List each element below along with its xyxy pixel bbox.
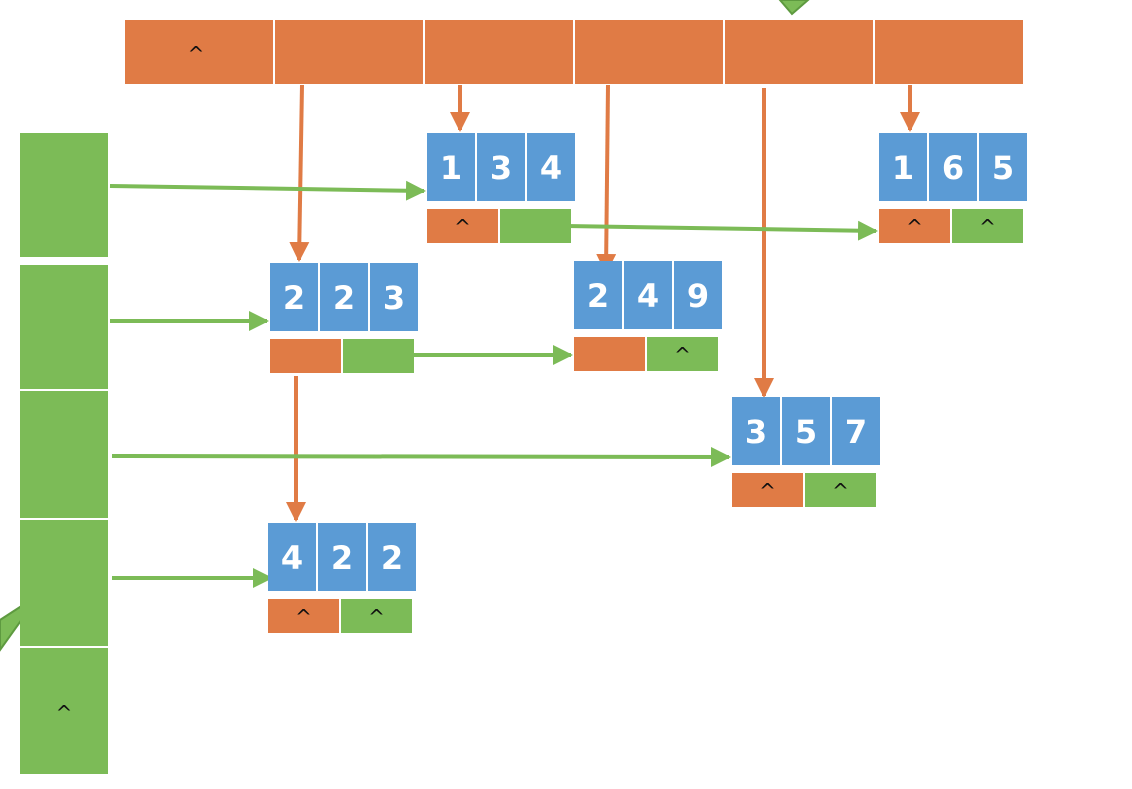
arrow-col2-to-223 bbox=[289, 84, 310, 262]
node-row-cell-text: 2 bbox=[283, 279, 305, 317]
row-head-1 bbox=[20, 133, 108, 257]
node-col-cell-text: 2 bbox=[333, 279, 355, 317]
node-row-cell bbox=[268, 523, 316, 591]
node-value-cell bbox=[979, 133, 1027, 201]
node-row-cell bbox=[574, 261, 622, 329]
column-head-cell bbox=[125, 20, 273, 84]
node-value-cell bbox=[832, 397, 880, 465]
node-right-pointer-cell bbox=[341, 599, 412, 633]
node-row-cell bbox=[270, 263, 318, 331]
column-head-cell bbox=[725, 20, 873, 84]
row-head-label: ^ bbox=[56, 701, 73, 725]
pointer-arrows bbox=[109, 84, 920, 588]
node-down-pointer-cell bbox=[732, 473, 803, 507]
column-head-array: ^ bbox=[125, 20, 1023, 84]
node-right-pointer-cell bbox=[647, 337, 718, 371]
arrow-134-to-165 bbox=[565, 220, 878, 241]
node-col-cell-text: 4 bbox=[637, 277, 659, 315]
node-col-cell-text: 6 bbox=[942, 149, 964, 187]
node-row-cell-text: 4 bbox=[281, 539, 303, 577]
node-col-cell bbox=[782, 397, 830, 465]
node-row-cell-text: 1 bbox=[892, 149, 914, 187]
row-head-2 bbox=[20, 265, 108, 389]
node-right-pointer-cell bbox=[952, 209, 1023, 243]
node-down-pointer-text: ^ bbox=[454, 215, 471, 239]
node-value-cell-text: 9 bbox=[687, 277, 709, 315]
node-value-cell bbox=[368, 523, 416, 591]
row-head-4 bbox=[20, 520, 108, 646]
arrow-row1-to-134 bbox=[109, 180, 426, 201]
column-head-cell bbox=[425, 20, 573, 84]
node-row-cell bbox=[879, 133, 927, 201]
node-value-cell-text: 3 bbox=[383, 279, 405, 317]
node-value-cell-text: 4 bbox=[540, 149, 562, 187]
arrow-col4-to-249 bbox=[596, 84, 617, 274]
row-head-cell bbox=[20, 133, 108, 257]
node-right-pointer-text: ^ bbox=[674, 343, 691, 367]
column-head-label: ^ bbox=[188, 42, 205, 66]
column-head-3 bbox=[425, 20, 573, 84]
node-row-cell-text: 3 bbox=[745, 413, 767, 451]
node-col-cell bbox=[624, 261, 672, 329]
node-right-pointer-cell bbox=[805, 473, 876, 507]
node-col-cell bbox=[477, 133, 525, 201]
row-head-5: ^ bbox=[20, 648, 108, 774]
node-row-cell-text: 1 bbox=[440, 149, 462, 187]
row-head-cell bbox=[20, 265, 108, 389]
node-down-pointer-cell bbox=[574, 337, 645, 371]
node-down-pointer-cell bbox=[270, 339, 341, 373]
node-col-cell bbox=[318, 523, 366, 591]
row-head-cell bbox=[20, 391, 108, 518]
node-right-pointer-cell bbox=[343, 339, 414, 373]
node-right-pointer-text: ^ bbox=[979, 215, 996, 239]
node-value-cell-text: 7 bbox=[845, 413, 867, 451]
node-row-cell bbox=[427, 133, 475, 201]
node-down-pointer-cell bbox=[879, 209, 950, 243]
column-head-cell bbox=[875, 20, 1023, 84]
column-head-4 bbox=[575, 20, 723, 84]
node-row-cell-text: 2 bbox=[587, 277, 609, 315]
node-col-cell-text: 3 bbox=[490, 149, 512, 187]
node-col-cell-text: 5 bbox=[795, 413, 817, 451]
node-value-cell bbox=[370, 263, 418, 331]
row-head-cell bbox=[20, 648, 108, 774]
node-value-cell bbox=[674, 261, 722, 329]
node-down-pointer-cell bbox=[427, 209, 498, 243]
node-value-cell-text: 5 bbox=[992, 149, 1014, 187]
node-down-pointer-text: ^ bbox=[759, 479, 776, 503]
row-head-cell bbox=[20, 520, 108, 646]
column-head-1: ^ bbox=[125, 20, 273, 84]
column-head-cell bbox=[575, 20, 723, 84]
arrow-row3-to-357 bbox=[111, 446, 731, 467]
node-down-pointer-cell bbox=[268, 599, 339, 633]
column-head-5 bbox=[725, 20, 873, 84]
node-row-cell bbox=[732, 397, 780, 465]
node-right-pointer-cell bbox=[500, 209, 571, 243]
node-value-cell-text: 2 bbox=[381, 539, 403, 577]
node-col-cell-text: 2 bbox=[331, 539, 353, 577]
node-col-cell bbox=[320, 263, 368, 331]
column-head-cell bbox=[275, 20, 423, 84]
node-right-pointer-text: ^ bbox=[832, 479, 849, 503]
column-head-6 bbox=[875, 20, 1023, 84]
row-head-array: ^ bbox=[20, 133, 108, 774]
node-col-cell bbox=[929, 133, 977, 201]
node-down-pointer-text: ^ bbox=[906, 215, 923, 239]
node-down-pointer-text: ^ bbox=[295, 605, 312, 629]
node-value-cell bbox=[527, 133, 575, 201]
node-right-pointer-text: ^ bbox=[368, 605, 385, 629]
corner-decoration-top bbox=[778, 0, 810, 16]
row-head-3 bbox=[20, 391, 108, 518]
column-head-2 bbox=[275, 20, 423, 84]
